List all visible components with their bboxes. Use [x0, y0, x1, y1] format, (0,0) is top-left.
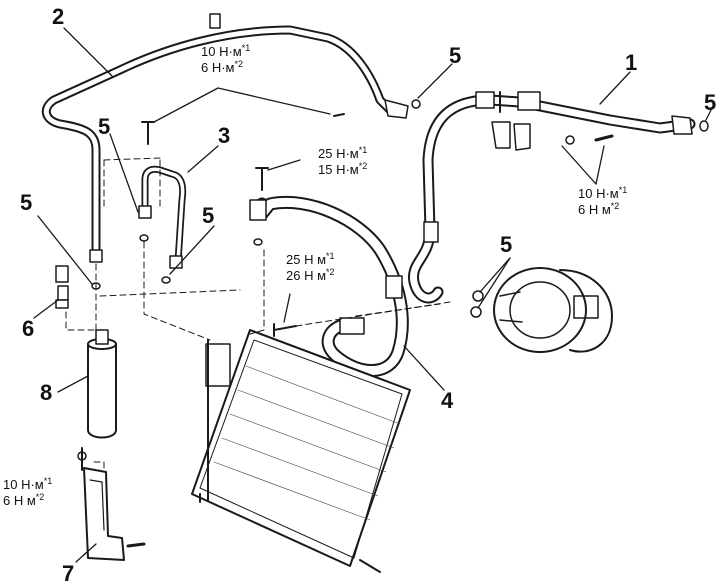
part-number-2: 2 [52, 4, 65, 29]
part-number-6: 6 [22, 316, 35, 341]
part-number-7: 7 [62, 561, 75, 583]
part-number-8: 8 [40, 380, 53, 405]
bolts [141, 113, 345, 337]
receiver-drier-8 [87, 329, 117, 439]
torque-spec-bottom: 10 Н·м*1 6 Н м*2 [3, 476, 53, 509]
hose-1 [408, 91, 696, 304]
part-number-5-right: 5 [704, 90, 717, 115]
condenser [191, 329, 411, 573]
torque-spec-top: 10 Н·м*1 6 Н·м*2 [201, 43, 251, 76]
compressor [470, 267, 613, 353]
part-number-5-top: 5 [449, 43, 462, 68]
part-number-5-compressor: 5 [500, 232, 513, 257]
leader-lines [33, 27, 713, 563]
pressure-switch-6 [55, 265, 69, 309]
pipe-2 [41, 13, 409, 263]
o-rings-5 [91, 99, 709, 290]
bracket-7 [77, 447, 146, 561]
torque-spec-center: 25 Н м*1 26 Н м*2 [286, 251, 335, 284]
part-number-5-pipe3: 5 [98, 114, 111, 139]
hose-4 [249, 196, 409, 377]
part-number-3: 3 [218, 123, 231, 148]
pipe-3 [138, 165, 187, 269]
torque-spec-right: 10 Н·м*1 6 Н м*2 [578, 185, 628, 218]
assembly-guide-lines [65, 157, 451, 471]
part-number-1: 1 [625, 50, 638, 75]
torque-spec-middle: 25 Н·м*1 15 Н·м*2 [318, 145, 368, 178]
part-number-5-left: 5 [20, 190, 33, 215]
part-number-5-mid: 5 [202, 203, 215, 228]
part-number-4: 4 [441, 388, 454, 413]
